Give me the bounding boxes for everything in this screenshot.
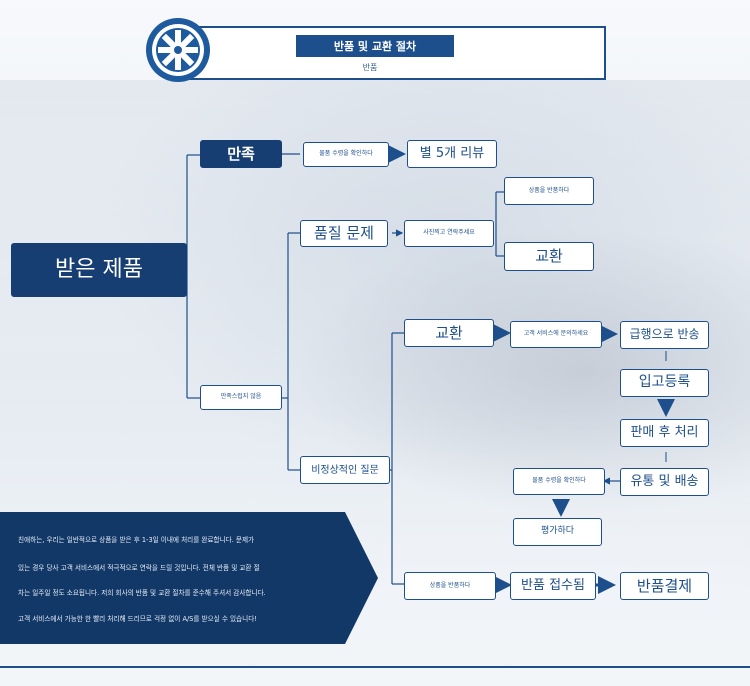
page-title: 반품 및 교환 절차	[296, 35, 454, 57]
photo-contact-node: 사진찍고 연락주세요	[404, 220, 494, 247]
confirm-receipt-node-2: 물품 수령을 확인하다	[513, 468, 605, 495]
warehousing-node: 입고등록	[620, 369, 709, 397]
evaluate-node: 평가하다	[513, 518, 602, 546]
exchange-node-1: 교환	[504, 242, 594, 271]
notice-line-4: 고객 서비스에서 가능한 한 빨리 처리해 드리므로 걱정 없이 A/S를 받으…	[18, 615, 257, 623]
notice-panel: 친애하는, 우리는 일반적으로 상품을 받은 후 1-3일 이내에 처리를 완료…	[0, 512, 378, 644]
return-payment-node: 반품결제	[620, 572, 709, 600]
footer-divider	[0, 666, 750, 668]
wheel-logo-icon	[146, 18, 210, 82]
five-star-review-node: 별 5개 리뷰	[407, 140, 497, 168]
page-subtitle: 반품	[362, 63, 378, 72]
irregular-question-node: 비정상적인 질문	[300, 456, 390, 484]
notice-line-3: 차는 일주일 정도 소요됩니다. 저희 회사의 반품 및 교환 절차를 준수해 …	[18, 589, 266, 597]
confirm-receipt-node: 물품 수령을 확인하다	[303, 142, 389, 167]
return-received-node: 반품 접수됨	[510, 572, 596, 600]
exchange-node-2: 교환	[404, 319, 494, 347]
notice-line-1: 친애하는, 우리는 일반적으로 상품을 받은 후 1-3일 이내에 처리를 완료…	[18, 536, 255, 544]
notice-line-2: 있는 경우 당사 고객 서비스에서 적극적으로 연락을 드릴 것입니다. 전체 …	[18, 564, 260, 572]
satisfied-node: 만족	[200, 140, 282, 168]
unsatisfied-node: 만족스럽지 않음	[200, 385, 282, 410]
express-return-node: 급행으로 반송	[620, 321, 709, 349]
post-sale-node: 판매 후 처리	[620, 419, 709, 447]
contact-cs-node: 고객 서비스에 문의하세요	[510, 321, 602, 348]
logistics-node: 유통 및 배송	[620, 468, 709, 496]
quality-issue-node: 품질 문제	[300, 220, 388, 247]
product-return-node-2: 상품을 반품하다	[404, 572, 496, 600]
received-product-node: 받은 제품	[11, 243, 187, 297]
product-return-node-1: 상품을 반품하다	[504, 177, 594, 205]
